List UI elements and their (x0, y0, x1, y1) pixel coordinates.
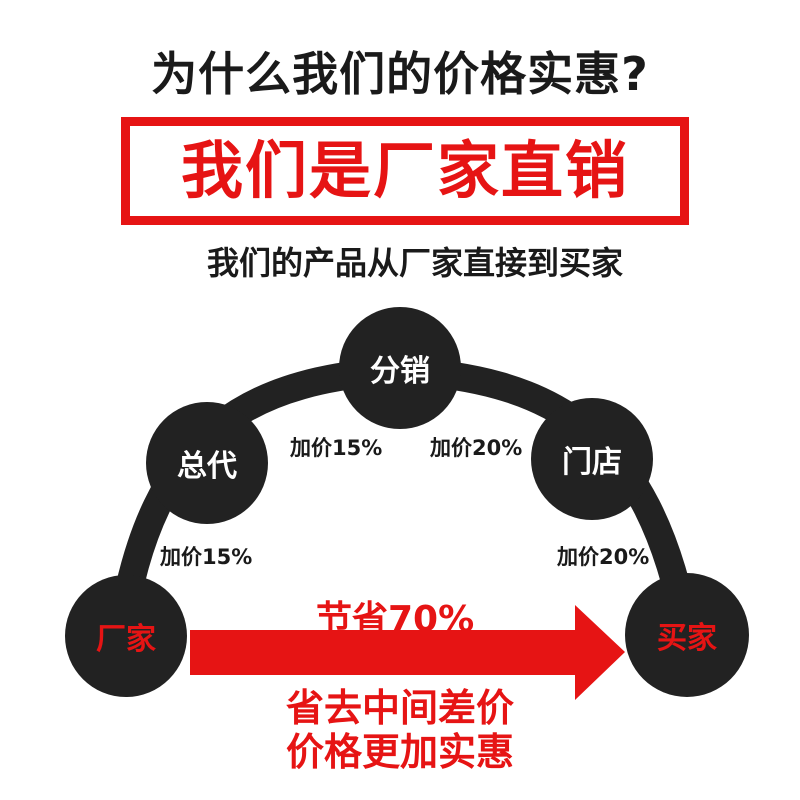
buyer-node: 买家 (625, 573, 749, 697)
markup-store-to-buyer: 加价20% (557, 545, 650, 569)
headline-banner-text: 我们是厂家直销 (180, 134, 629, 207)
buyer-node-label: 买家 (657, 621, 717, 656)
store-node: 门店 (531, 398, 653, 520)
markup-general-to-distributor: 加价15% (290, 436, 383, 460)
general-agent-node: 总代 (146, 402, 268, 524)
bottom-line-1: 省去中间差价 (285, 686, 514, 730)
factory-node: 厂家 (65, 575, 187, 697)
subtitle: 我们的产品从厂家直接到买家 (206, 244, 623, 282)
distributor-node-label: 分销 (370, 354, 430, 389)
savings-arrow (190, 605, 625, 700)
markup-distributor-to-store: 加价20% (430, 436, 523, 460)
general-agent-node-label: 总代 (177, 449, 237, 484)
bottom-line-2: 价格更加实惠 (285, 730, 514, 774)
distributor-node: 分销 (339, 307, 461, 429)
store-node-label: 门店 (562, 445, 622, 480)
page-title: 为什么我们的价格实惠? (151, 47, 649, 101)
markup-factory-to-general: 加价15% (160, 545, 253, 569)
savings-label: 节省70% (316, 599, 475, 640)
factory-node-label: 厂家 (96, 622, 156, 657)
headline-banner: 我们是厂家直销 (121, 117, 689, 225)
